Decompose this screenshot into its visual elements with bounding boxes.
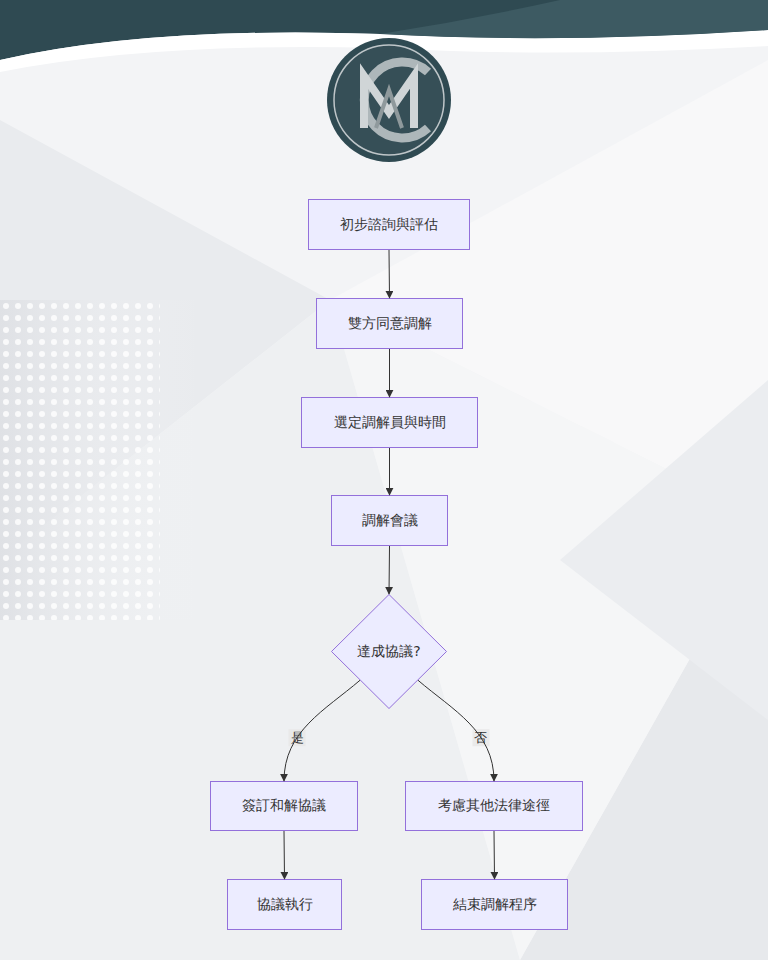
node-text-group: 雙方同意調解 [342, 315, 438, 333]
node-label: 雙方同意調解 [342, 315, 438, 333]
logo-m [364, 76, 414, 128]
logo-m-inner [376, 90, 402, 128]
node-label: 考慮其他法律途徑 [432, 797, 556, 815]
node-text-group: 初步諮詢與評估 [334, 216, 444, 234]
logo-inner [334, 45, 444, 155]
flow-arrow [284, 831, 286, 879]
node-text-group: 考慮其他法律途徑 [432, 797, 556, 815]
node-text-group: 選定調解員與時間 [328, 414, 452, 432]
node-text-group: 簽訂和解協議 [236, 797, 332, 815]
process-box: 考慮其他法律途徑 [405, 781, 583, 831]
node-label: 初步諮詢與評估 [334, 216, 444, 234]
node-text-group: 達成協議? [351, 643, 426, 661]
flow-arrow [284, 680, 360, 781]
node-label: 調解會議 [356, 512, 424, 530]
node-label: 協議執行 [251, 896, 319, 914]
flow-arrow [389, 546, 391, 594]
flow-arrow [418, 680, 494, 781]
edge-label: 是 [289, 729, 306, 747]
edge-label: 否 [472, 729, 489, 747]
node-label: 達成協議? [351, 643, 426, 661]
process-box: 初步諮詢與評估 [308, 199, 470, 250]
process-box: 簽訂和解協議 [210, 781, 358, 831]
flow-arrow [389, 448, 390, 495]
facet [560, 380, 768, 720]
node-label: 簽訂和解協議 [236, 797, 332, 815]
flow-arrow [494, 831, 496, 879]
node-text-group: 調解會議 [356, 512, 424, 530]
flow-arrow [389, 349, 390, 397]
node-text-group: 結束調解程序 [447, 896, 543, 914]
node-label: 結束調解程序 [447, 896, 543, 914]
logo-c [364, 62, 428, 138]
logo-ring [327, 38, 451, 162]
process-box: 雙方同意調解 [316, 298, 463, 349]
decision-diamond: 達成協議? [331, 594, 447, 709]
diamond-shape [332, 595, 447, 709]
process-box: 調解會議 [331, 495, 448, 546]
process-box: 結束調解程序 [421, 879, 568, 930]
flow-arrow [389, 250, 391, 298]
top-band-shade [380, 0, 768, 38]
dot-field [0, 300, 200, 620]
dot-field [0, 300, 160, 620]
node-text-group: 協議執行 [251, 896, 319, 914]
logo [327, 38, 451, 162]
node-label: 選定調解員與時間 [328, 414, 452, 432]
process-box: 協議執行 [227, 879, 342, 930]
process-box: 選定調解員與時間 [301, 397, 478, 448]
